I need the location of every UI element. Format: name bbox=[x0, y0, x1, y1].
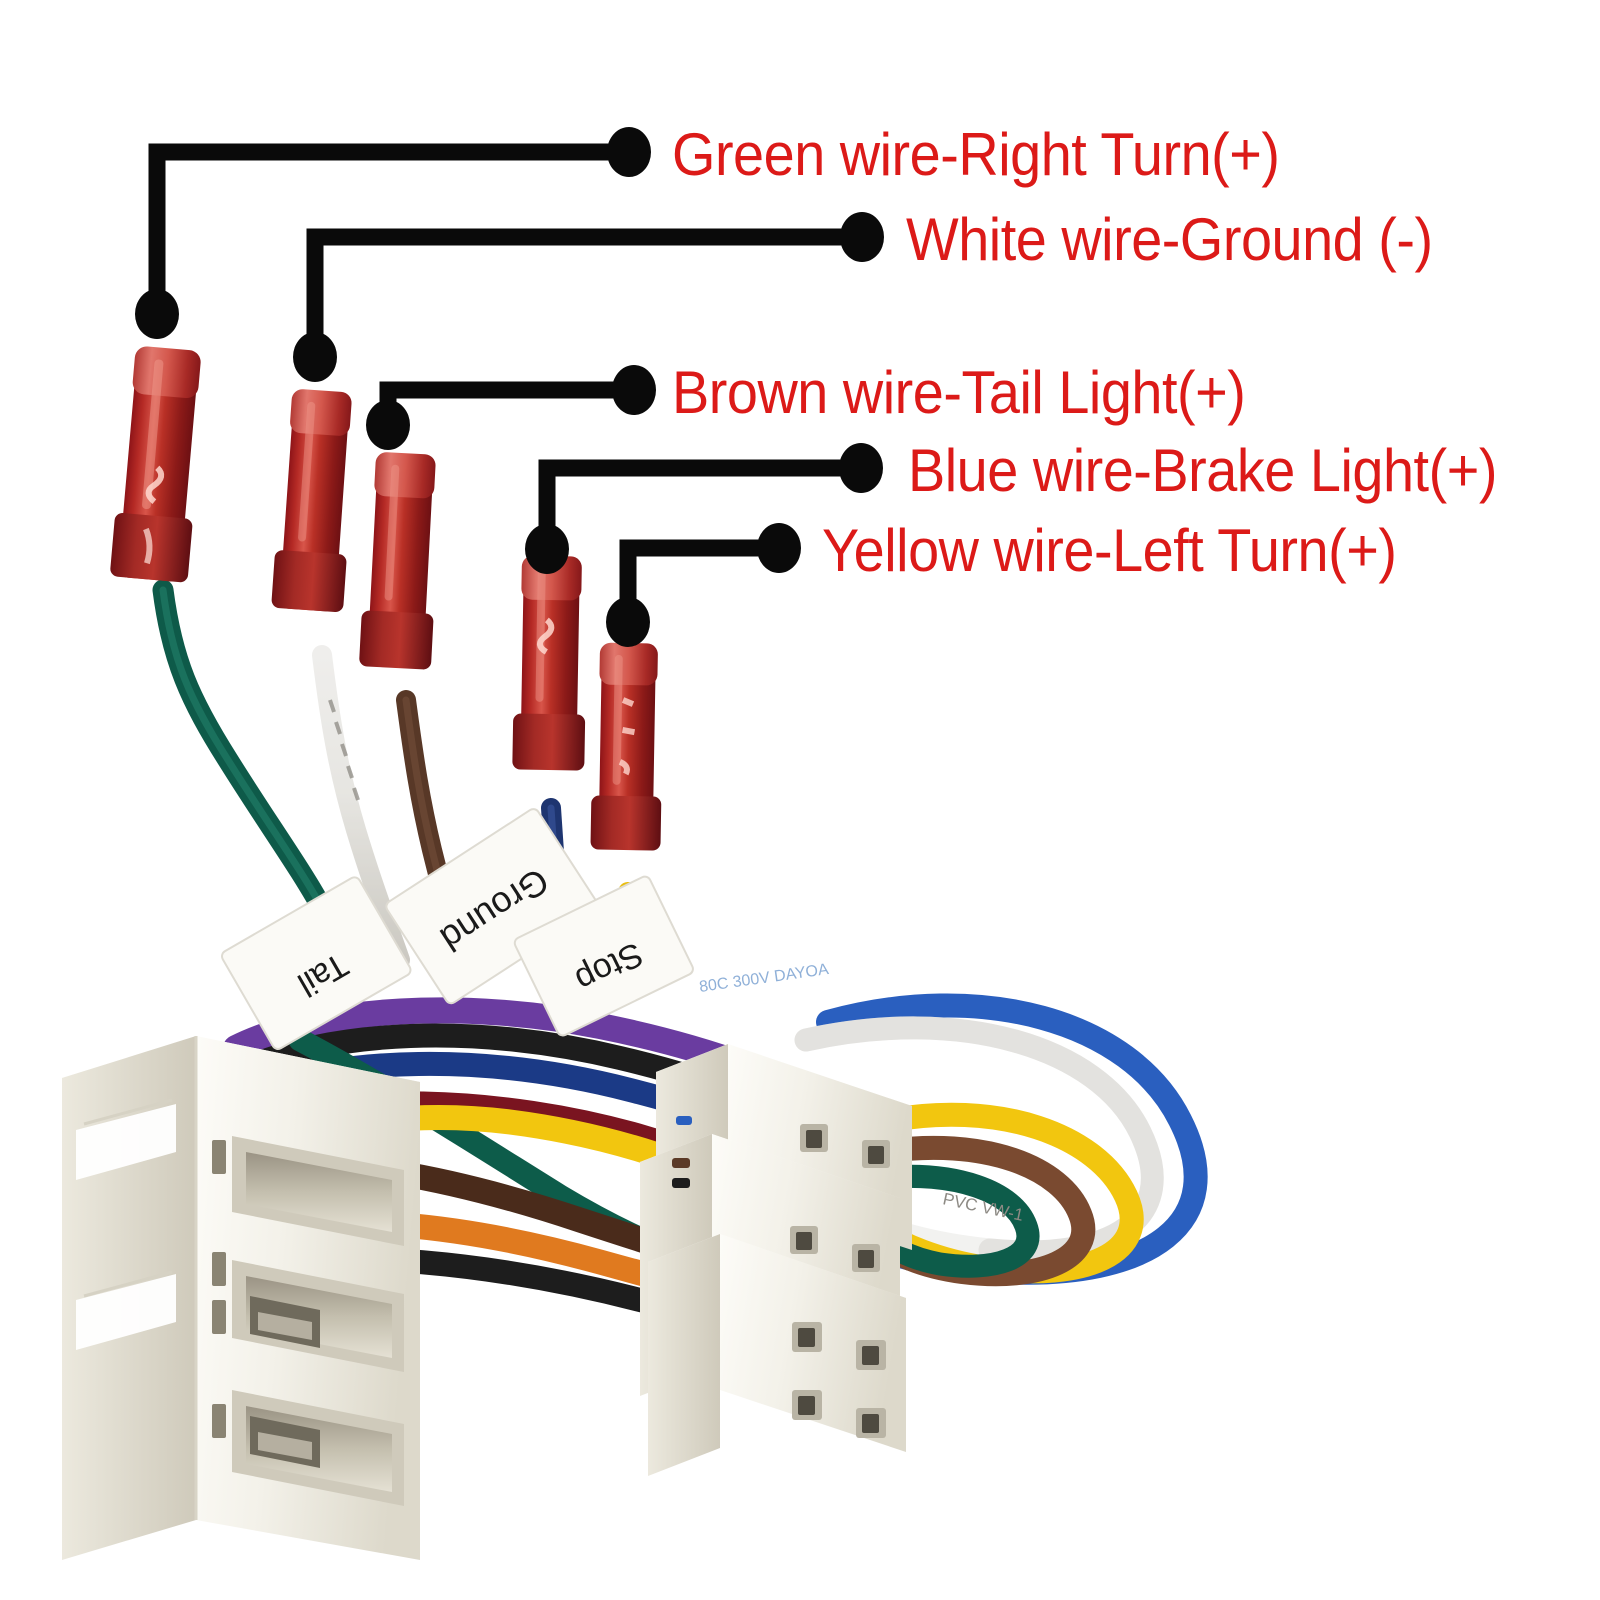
flag-tag-ground: Ground bbox=[385, 808, 600, 1005]
annotation-yellow-left-turn: Yellow wire-Left Turn(+) bbox=[822, 517, 1397, 584]
annotation-brown-tail-light: Brown wire-Tail Light(+) bbox=[672, 359, 1246, 426]
connector-block-left bbox=[62, 1036, 420, 1560]
butt-connector-green bbox=[110, 346, 333, 919]
butt-connector-white bbox=[271, 389, 410, 970]
connector-block-right bbox=[640, 1044, 912, 1476]
annotation-green-right-turn: Green wire-Right Turn(+) bbox=[672, 121, 1280, 188]
annotation-white-ground: White wire-Ground (-) bbox=[906, 206, 1433, 273]
svg-text:80C 300V DAYOA: 80C 300V DAYOA bbox=[698, 961, 830, 996]
annotation-blue-brake-light: Blue wire-Brake Light(+) bbox=[908, 437, 1497, 504]
flag-tag-tail: Tail bbox=[221, 876, 412, 1050]
flag-tag-stop: Stop bbox=[513, 875, 694, 1037]
right-wire-loops: PVC VW-1 80C 300V DAYOA bbox=[698, 961, 1208, 1287]
